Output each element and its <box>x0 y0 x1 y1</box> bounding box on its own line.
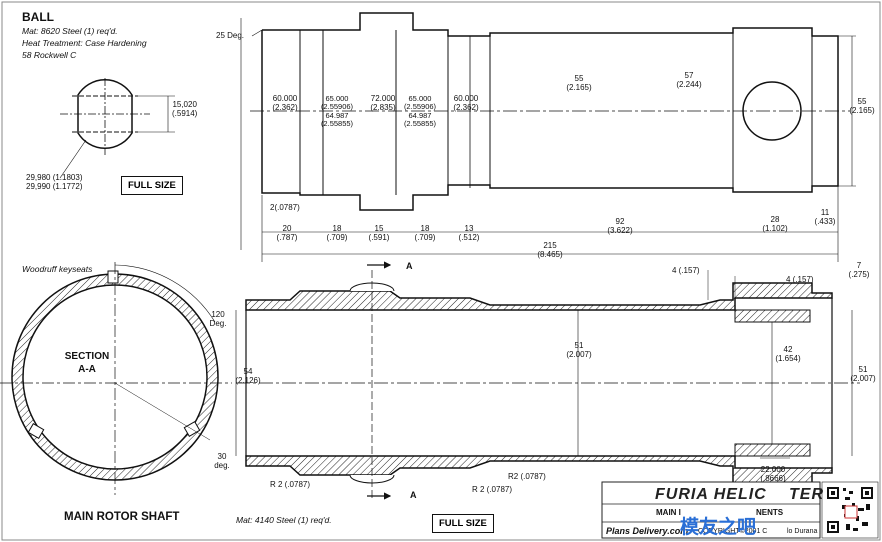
ball-note-heat: Heat Treatment: Case Hardening <box>22 38 147 48</box>
top-len-3: 15(.591) <box>368 224 390 242</box>
title-row-part-a: MAIN I <box>656 508 681 517</box>
top-dia-1: 60.000(2.362) <box>272 94 298 112</box>
shaft-inner-bore: 42(1.654) <box>775 345 801 363</box>
top-shaft-view <box>240 12 856 262</box>
shaft-radius-3: R2 (.0787) <box>508 472 546 481</box>
brand-left: FURIA HELIC <box>655 486 767 503</box>
shaft-bottom-dim: 22.000(.8666) <box>760 465 786 483</box>
section-mark-bottom: A <box>410 490 417 500</box>
top-len-2: 18(.709) <box>326 224 348 242</box>
top-dia-6: 55(2.165) <box>566 74 592 92</box>
keyseats-label: Woodruff keyseats <box>22 264 93 274</box>
top-dia-7: 57(2.244) <box>676 71 702 89</box>
top-dia-4: 65.000(2.55906)64.987(2.55855) <box>403 94 437 128</box>
top-len-7: 28(1.102) <box>762 215 788 233</box>
shaft-radius-1: R 2 (.0787) <box>270 480 311 489</box>
top-chamfer-dim: 2(.0787) <box>270 203 300 212</box>
shaft-outer-right: 51(2.007) <box>850 365 876 383</box>
ball-note-hardness: 58 Rockwell C <box>22 50 77 60</box>
ball-scale-label: FULL SIZE <box>121 176 183 195</box>
ball-view <box>59 78 175 179</box>
top-len-5: 13(.512) <box>458 224 480 242</box>
top-dia-2: 65.000(2.55906)64.987(2.55855) <box>320 94 354 128</box>
top-len-6: 92(3.622) <box>607 217 633 235</box>
top-len-4: 18(.709) <box>414 224 436 242</box>
main-shaft-section-view <box>235 261 860 500</box>
top-overall-length: 215(8.465) <box>537 241 563 259</box>
shaft-top-dim-1: 4 (.157) <box>672 266 700 275</box>
ball-width-dim: 15,020(.5914) <box>172 100 198 118</box>
shaft-radius-2: R 2 (.0787) <box>472 485 513 494</box>
shaft-bore-dia: 51(2.007) <box>566 341 592 359</box>
main-shaft-scale-label: FULL SIZE <box>432 514 494 533</box>
copyright-label: COPYRIGHT©2001 C <box>698 528 768 535</box>
author-label: lo Durana <box>787 528 818 535</box>
watermark-logo: 模友之吧 <box>680 516 757 538</box>
plans-delivery-label: Plans Delivery.com <box>606 526 689 536</box>
top-dia-3: 72.000(2.835) <box>370 94 396 112</box>
title-row-part-b: NENTS <box>756 508 784 517</box>
top-angle-dim: 25 Deg. <box>216 31 245 40</box>
section-a-a-view <box>0 262 232 495</box>
top-dia-8: 55(2.165) <box>849 97 875 115</box>
shaft-top-dim-3: 7(.275) <box>848 261 870 279</box>
top-len-1: 20(.787) <box>276 224 298 242</box>
ball-diameter-dim: 29,980 (1.1803)29,990 (1.1772) <box>26 173 83 191</box>
section-mark-top: A <box>406 261 413 271</box>
top-len-8: 11(.433) <box>814 208 836 226</box>
brand-right: TER <box>789 486 824 503</box>
ball-title: BALL <box>22 10 54 24</box>
shaft-left-dia: 54(2.126) <box>235 367 261 385</box>
qr-code-icon <box>826 486 874 534</box>
main-shaft-title: MAIN ROTOR SHAFT <box>64 511 180 523</box>
shaft-top-dim-2: 4 (.157) <box>786 275 814 284</box>
ball-note-material: Mat: 8620 Steel (1) req'd. <box>22 26 118 36</box>
main-shaft-material: Mat: 4140 Steel (1) req'd. <box>236 515 332 525</box>
top-dia-5: 60.000(2.362) <box>453 94 479 112</box>
